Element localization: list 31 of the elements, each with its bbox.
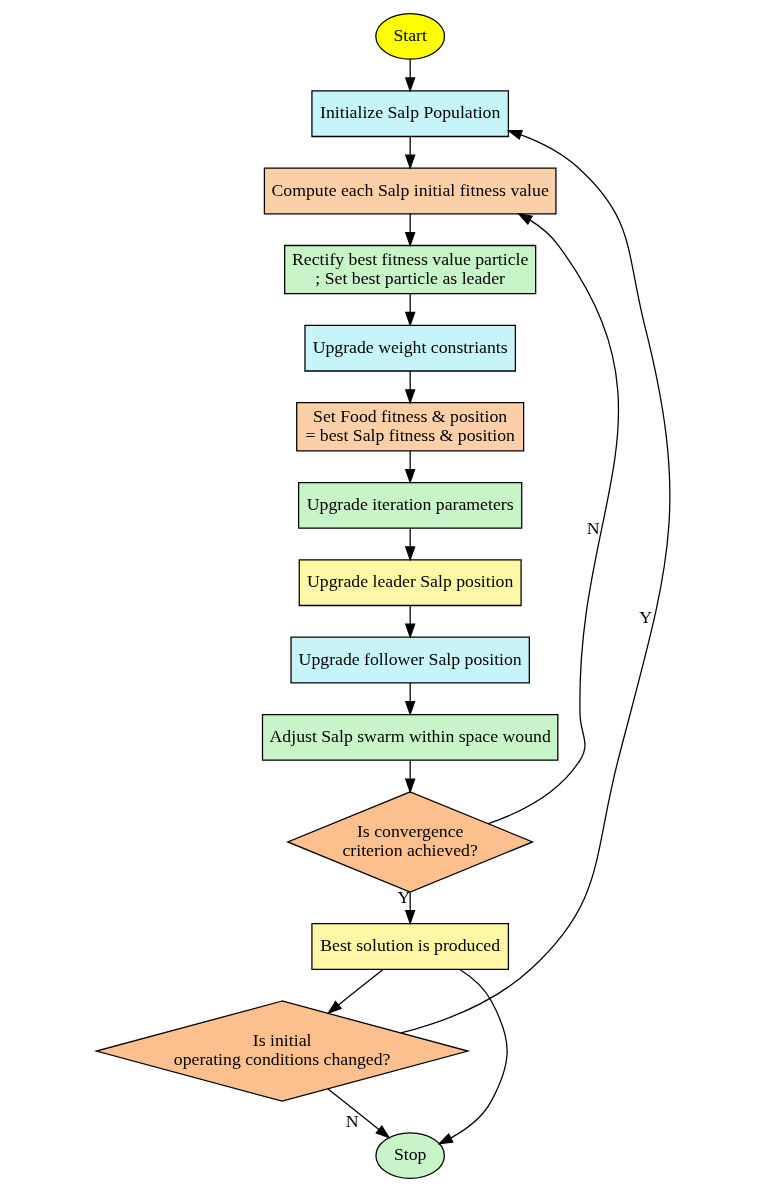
arrow xyxy=(404,450,416,485)
node-box: Best solution is produced xyxy=(311,923,510,970)
node-box: Compute each Salp initial fitness value xyxy=(263,167,557,215)
arrow xyxy=(404,759,416,794)
node-ellipse: Stop xyxy=(375,1132,446,1180)
arrow xyxy=(400,129,671,1034)
arrow xyxy=(404,527,416,562)
arrow xyxy=(404,213,416,248)
arrow xyxy=(404,58,416,93)
arrow xyxy=(404,604,416,639)
node-box: Upgrade weight constriants xyxy=(304,324,516,372)
node-box: Upgrade iteration parameters xyxy=(298,481,523,529)
node-box: Adjust Salp swarm within space wound xyxy=(261,713,559,761)
arrow xyxy=(404,135,416,170)
arrow xyxy=(404,293,416,328)
edge-label: N xyxy=(586,518,600,539)
node-box: Upgrade leader Salp position xyxy=(298,559,522,607)
node-box: Upgrade follower Salp position xyxy=(290,636,530,684)
edge-label: Y xyxy=(639,607,653,628)
arrow xyxy=(404,682,416,717)
arrow xyxy=(326,968,384,1015)
edge-label: N xyxy=(345,1111,359,1132)
node-box: Initialize Salp Population xyxy=(311,90,510,138)
node-diamond: Is convergence criterion achieved? xyxy=(286,791,535,893)
node-ellipse: Start xyxy=(375,12,446,60)
arrow xyxy=(437,968,508,1145)
node-box: Set Food fitness & position = best Salp fitness & position xyxy=(296,402,525,452)
arrow xyxy=(487,213,619,825)
node-box: Rectify best fitness value particle ; Set best particle as leader xyxy=(284,244,537,295)
arrow xyxy=(404,370,416,405)
arrow xyxy=(327,1088,391,1139)
